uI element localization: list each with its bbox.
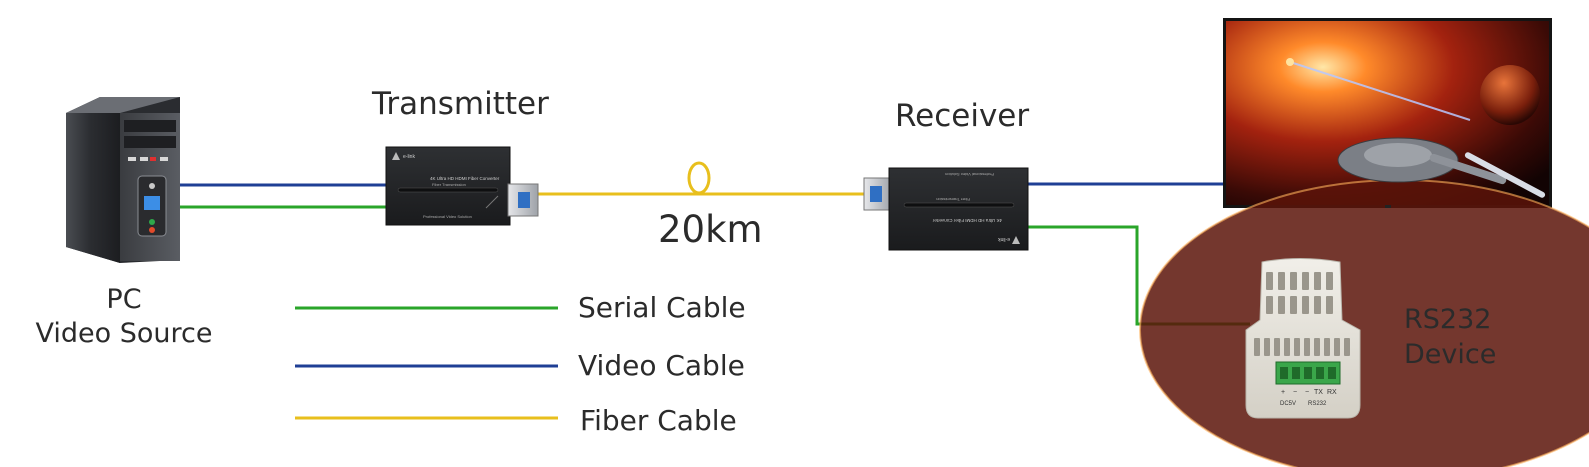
dc-label: DC5V [1280,401,1296,407]
pin-5: RX [1327,389,1337,396]
pc-tower-icon [66,97,180,263]
rs232-label-line2: Device [1404,339,1497,370]
pc-label: PC Video Source [0,283,248,351]
legend-video-label: Video Cable [578,349,745,382]
pin-1: + [1281,389,1285,396]
tx-title: 4K Ultra HD HDMI Fiber Converter [430,176,500,181]
transmitter-device: e-link 4K Ultra HD HDMI Fiber Converter … [385,146,539,226]
tx-footer: Professional Video Solution [423,214,472,219]
rs232-terminal-label: RS232 [1308,401,1327,407]
receiver-device: Professional Video Solution Fiber Transm… [863,167,1029,251]
legend [295,306,558,420]
rs232-device-label: RS232 Device [1404,302,1496,372]
pin-2: − [1293,389,1297,396]
rx-title: 4K Ultra HD HDMI Fiber Converter [932,218,1002,223]
receiver-label: Receiver [895,98,1030,134]
rs232-label-line1: RS232 [1404,304,1492,335]
pc-label-line2: Video Source [35,318,213,349]
tx-brand: e-link [403,154,415,160]
pin-4: TX [1314,389,1323,396]
rx-footer: Professional Video Solution [945,172,994,177]
pin-3: − [1305,389,1309,396]
rx-sub: Fiber Transmission [936,197,970,202]
distance-label: 20km [658,208,763,251]
legend-serial-label: Serial Cable [578,291,746,324]
tx-sub: Fiber Transmission [432,182,466,187]
transmitter-label: Transmitter [372,86,549,122]
legend-fiber-label: Fiber Cable [580,404,737,437]
rx-brand: e-link [998,236,1010,242]
fiber-loop [687,161,711,195]
pc-label-line1: PC [106,284,142,315]
display-screen-icon [1139,18,1589,467]
rs232-device-icon: + − − TX RX DC5V RS232 [1245,258,1361,419]
